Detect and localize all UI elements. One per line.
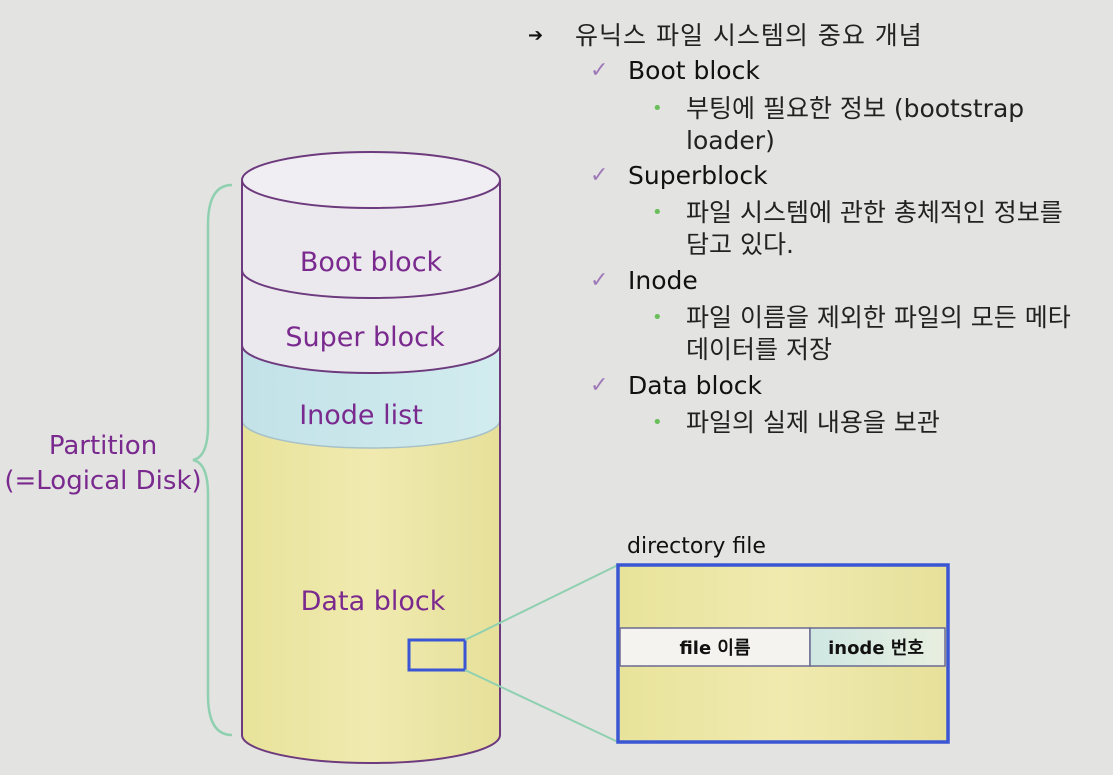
concept-list: ➔ 유닉스 파일 시스템의 중요 개념 ✓ Boot block • 부팅에 필… bbox=[520, 18, 1100, 449]
data-block-label: Data block bbox=[301, 586, 446, 617]
inode-list-region bbox=[242, 345, 500, 448]
super-block-region bbox=[242, 270, 500, 373]
inode-number-header: inode 번호 bbox=[828, 638, 924, 659]
data-block-region bbox=[242, 420, 500, 763]
boot-block-label: Boot block bbox=[300, 247, 443, 278]
boot-block-region bbox=[242, 180, 500, 298]
file-name-header: file 이름 bbox=[679, 638, 750, 659]
zoom-line-bottom bbox=[464, 669, 619, 743]
boot-block-divider bbox=[241, 269, 501, 299]
concept-inode: ✓ Inode • 파일 이름을 제외한 파일의 모든 메타 데이터를 저장 bbox=[590, 266, 1071, 364]
super-block-divider bbox=[241, 344, 501, 374]
partition-label: Partition bbox=[49, 431, 157, 461]
dot-bullet-icon: • bbox=[652, 307, 663, 328]
arrow-bullet-icon: ➔ bbox=[528, 25, 544, 46]
inode-number-cell bbox=[809, 627, 946, 667]
concept-data-block: ✓ Data block • 파일의 실제 내용을 보관 bbox=[590, 371, 940, 437]
file-name-cell bbox=[619, 627, 811, 667]
concept-title: Data block bbox=[628, 371, 762, 400]
concept-superblock: ✓ Superblock • 파일 시스템에 관한 총체적인 정보를 담고 있다… bbox=[590, 161, 1063, 259]
main-heading: ➔ 유닉스 파일 시스템의 중요 개념 bbox=[520, 18, 1100, 54]
inode-list-label: Inode list bbox=[299, 400, 423, 431]
checkmark-icon: ✓ bbox=[590, 373, 609, 398]
checkmark-icon: ✓ bbox=[590, 163, 609, 188]
directory-file: directory file file 이름 inode 번호 bbox=[616, 534, 950, 744]
directory-entry-marker bbox=[407, 638, 467, 672]
checkmark-icon: ✓ bbox=[590, 268, 609, 293]
disk-cylinder: Boot block Super block Inode list Data b… bbox=[241, 151, 501, 764]
main-heading-text: 유닉스 파일 시스템의 중요 개념 bbox=[575, 21, 923, 50]
zoom-line-top bbox=[464, 564, 619, 641]
partition-sublabel: (=Logical Disk) bbox=[4, 466, 201, 496]
dot-bullet-icon: • bbox=[652, 412, 663, 433]
cylinder-bottom bbox=[241, 734, 501, 764]
concept-title: Boot block bbox=[628, 56, 760, 85]
inode-list-divider bbox=[241, 419, 501, 449]
concept-title: Superblock bbox=[628, 161, 768, 190]
checkmark-icon: ✓ bbox=[590, 58, 609, 83]
cylinder-top bbox=[241, 151, 501, 209]
concept-boot-block: ✓ Boot block • 부팅에 필요한 정보 (bootstrap loa… bbox=[590, 56, 1025, 155]
directory-file-caption: directory file bbox=[627, 534, 766, 559]
concept-title: Inode bbox=[628, 266, 698, 295]
partition-brace bbox=[192, 183, 233, 737]
dot-bullet-icon: • bbox=[652, 202, 663, 223]
dot-bullet-icon: • bbox=[652, 98, 663, 119]
super-block-label: Super block bbox=[285, 322, 445, 353]
